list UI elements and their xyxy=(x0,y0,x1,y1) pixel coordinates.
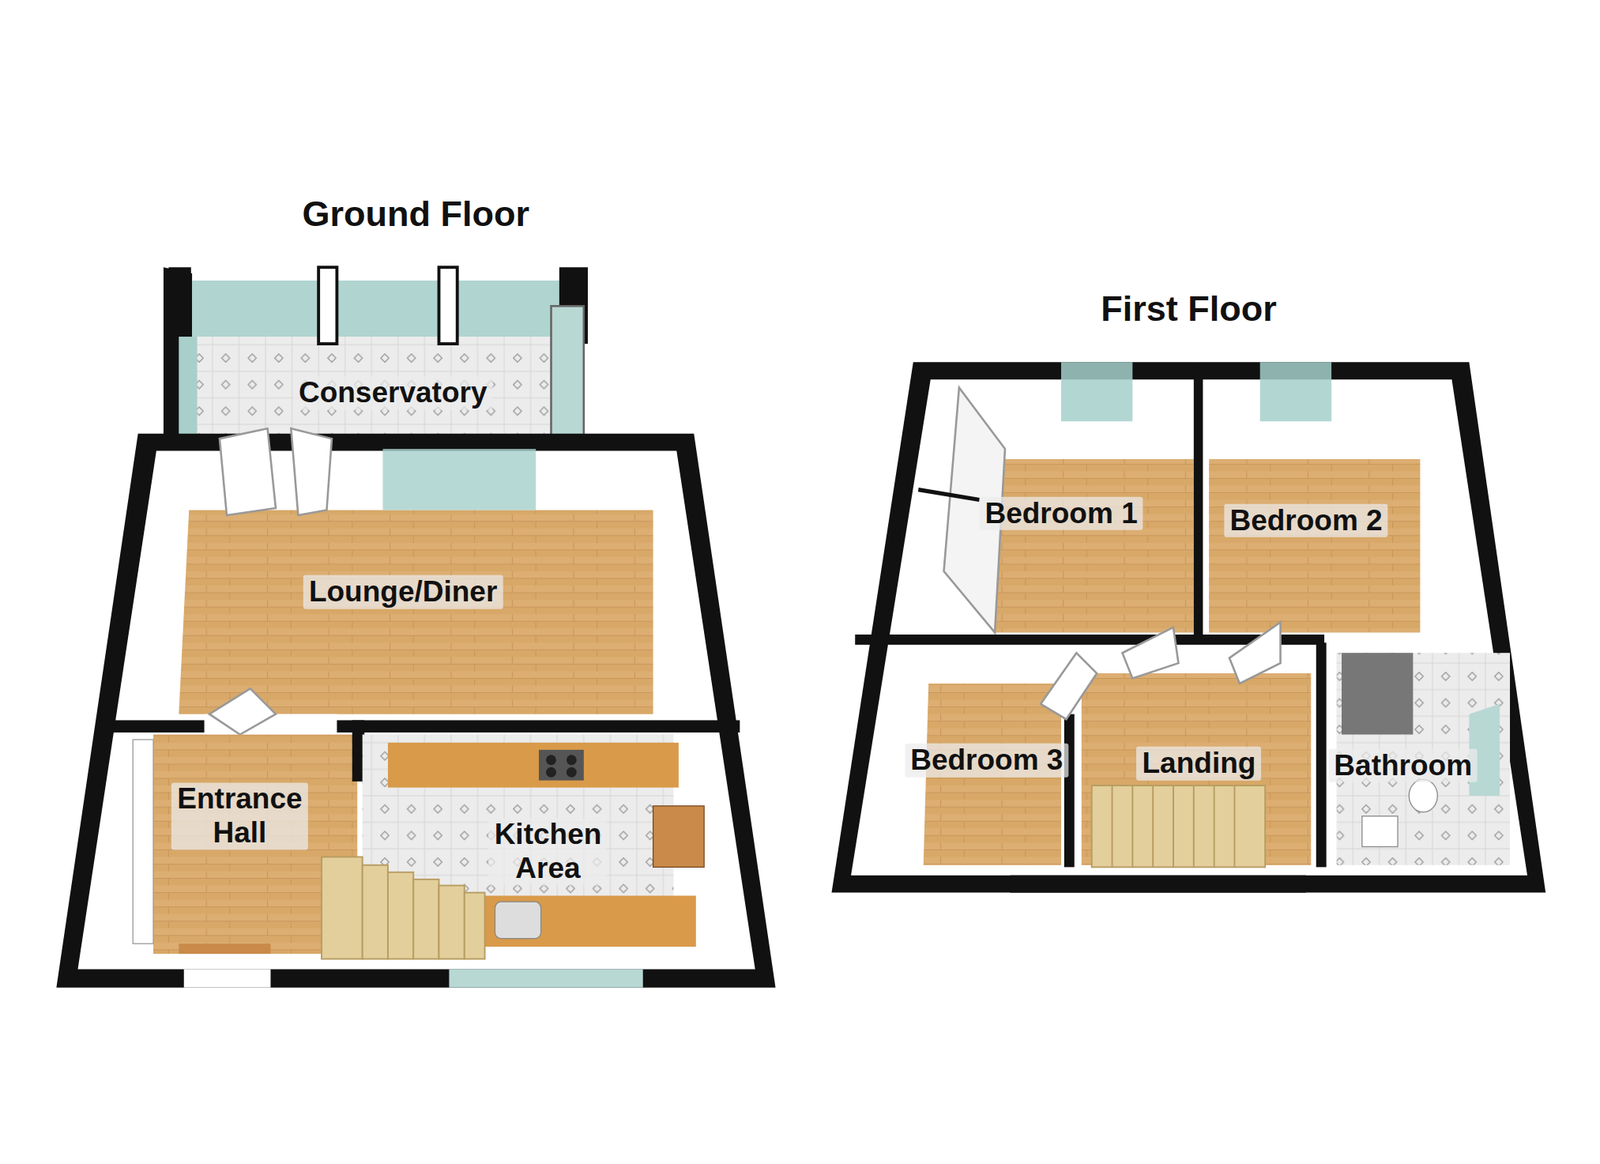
room-label: Kitchen Area xyxy=(489,818,608,886)
room-name: Landing xyxy=(1142,746,1257,781)
room-label: Landing xyxy=(1136,746,1262,781)
room-name: Bedroom 1 xyxy=(984,496,1137,531)
room-label: Bedroom 2 xyxy=(1223,503,1388,538)
room-name: Bedroom 3 xyxy=(910,743,1063,778)
room-label: Bedroom 3 xyxy=(904,743,1069,778)
room-name: Kitchen Area xyxy=(494,818,603,886)
room-name: Entrance Hall xyxy=(176,783,302,851)
room-name: Conservatory xyxy=(298,376,488,411)
room-label: Conservatory xyxy=(293,376,494,411)
room-label: Bathroom xyxy=(1328,748,1478,783)
floor-plan: First FloorBedroom 1Bedroom 2Bedroom 3La… xyxy=(832,361,1547,893)
floor-title: First Floor xyxy=(832,288,1547,330)
room-label: Bedroom 1 xyxy=(978,496,1143,531)
room-label: Entrance Hall xyxy=(171,783,308,851)
floor-plan: Ground FloorConservatoryLounge/DinerEntr… xyxy=(56,267,776,988)
floor-title: Ground Floor xyxy=(56,193,776,235)
room-name: Bathroom xyxy=(1333,748,1472,783)
room-name: Bedroom 2 xyxy=(1229,503,1382,538)
room-name: Lounge/Diner xyxy=(308,575,497,610)
room-label: Lounge/Diner xyxy=(303,575,503,610)
